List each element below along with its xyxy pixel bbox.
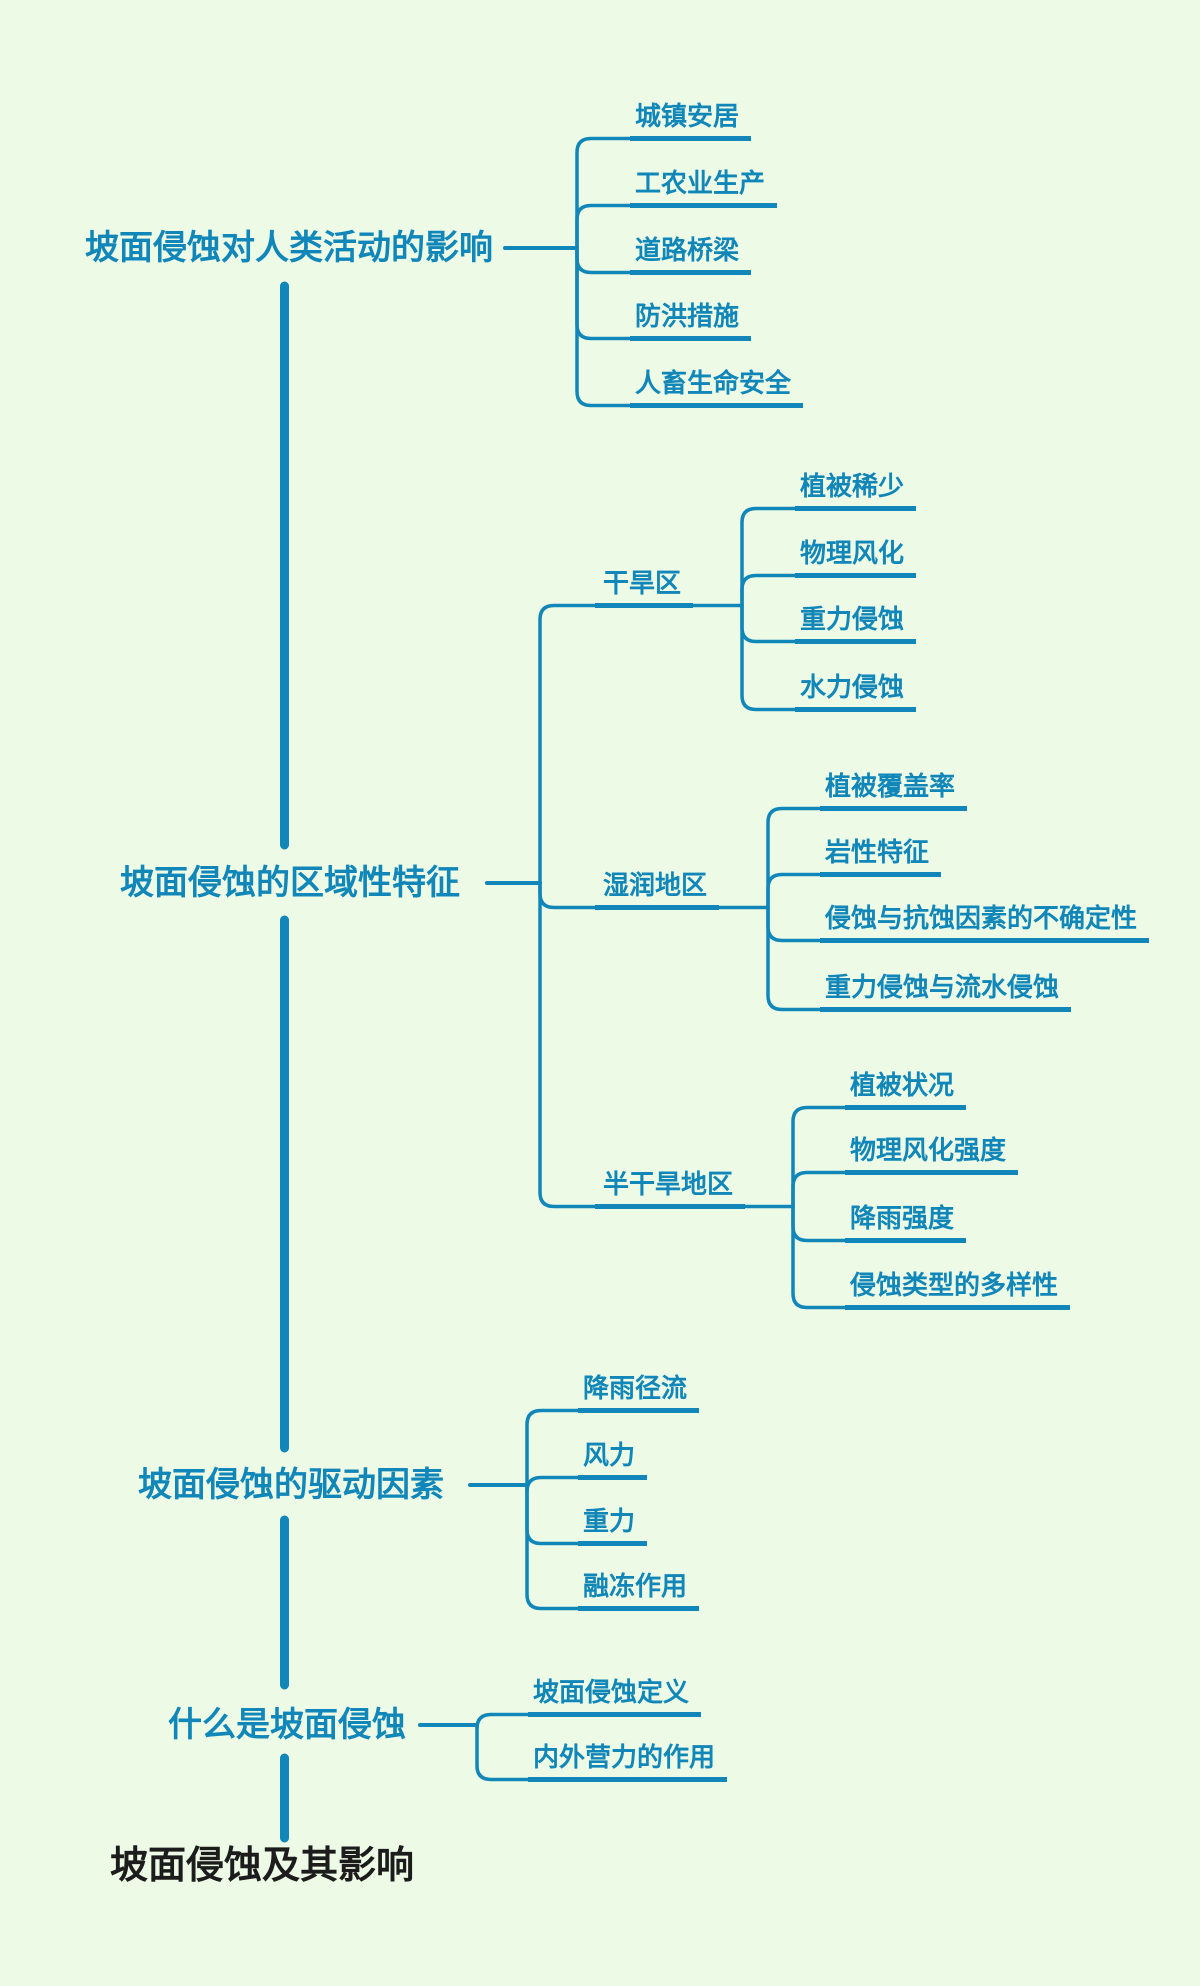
leaf-node[interactable]: 降雨径流 [578,1375,700,1413]
leaf-node[interactable]: 侵蚀与抗蚀因素的不确定性 [820,905,1150,943]
leaf-node[interactable]: 侵蚀类型的多样性 [845,1272,1071,1310]
leaf-node[interactable]: 植被状况 [845,1072,967,1110]
leaf-node[interactable]: 防洪措施 [630,303,752,341]
branch-elbow-lines [475,136,849,1782]
leaf-node[interactable]: 融冻作用 [578,1573,700,1611]
leaf-node[interactable]: 重力 [578,1508,648,1546]
leaf-node[interactable]: 坡面侵蚀定义 [528,1679,702,1717]
leaf-node[interactable]: 物理风化强度 [845,1137,1019,1175]
leaf-node[interactable]: 重力侵蚀 [795,606,917,644]
branch-stub-lines [418,246,579,1727]
sub-topic-semiarid-zone[interactable]: 半干旱地区 [595,1171,746,1209]
leaf-node[interactable]: 人畜生命安全 [630,370,804,408]
main-topic-regional-traits[interactable]: 坡面侵蚀的区域性特征 [120,864,460,902]
root-node[interactable]: 坡面侵蚀及其影响 [110,1845,415,1887]
leaf-node[interactable]: 工农业生产 [630,170,778,208]
main-topic-definition[interactable]: 什么是坡面侵蚀 [168,1706,406,1744]
main-topic-driving-factors[interactable]: 坡面侵蚀的驱动因素 [138,1466,444,1504]
leaf-node[interactable]: 重力侵蚀与流水侵蚀 [820,974,1072,1012]
main-topic-human-impact[interactable]: 坡面侵蚀对人类活动的影响 [85,229,493,267]
leaf-node[interactable]: 植被稀少 [795,473,917,511]
leaf-node[interactable]: 道路桥梁 [630,237,752,275]
leaf-node[interactable]: 物理风化 [795,540,917,578]
leaf-node[interactable]: 城镇安居 [630,103,752,141]
leaf-node[interactable]: 岩性特征 [820,839,942,877]
leaf-node[interactable]: 风力 [578,1442,648,1480]
leaf-node[interactable]: 植被覆盖率 [820,773,968,811]
leaf-node[interactable]: 水力侵蚀 [795,674,917,712]
leaf-node[interactable]: 内外营力的作用 [528,1744,728,1782]
leaf-node[interactable]: 降雨强度 [845,1205,967,1243]
sub-topic-humid-zone[interactable]: 湿润地区 [595,872,720,910]
sub-topic-arid-zone[interactable]: 干旱区 [595,570,694,608]
